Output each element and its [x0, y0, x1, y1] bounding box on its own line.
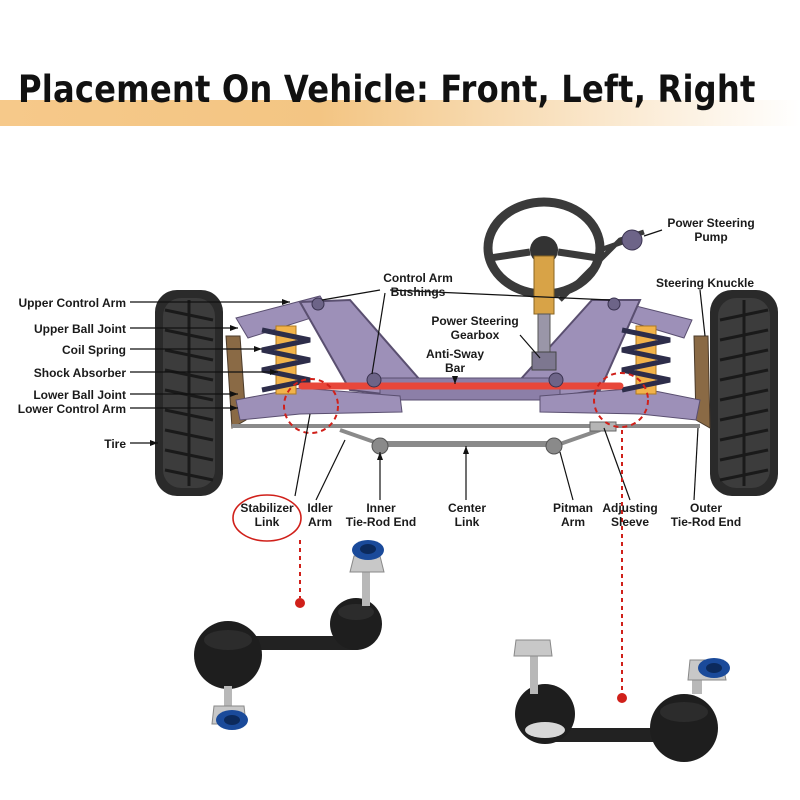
label-steering-knuckle: Steering Knuckle [655, 276, 755, 290]
stabilizer-link-label-circle [232, 494, 302, 542]
label-outer-tie-rod-end: Outer Tie-Rod End [670, 501, 742, 529]
left-link-highlight [283, 378, 339, 434]
leader-lines [130, 229, 706, 501]
label-anti-sway-bar: Anti-Sway Bar [425, 347, 485, 375]
left-tire [155, 290, 223, 496]
left-stabilizer-link-part [194, 540, 385, 730]
upper-bushing-right [607, 297, 621, 311]
label-upper-ball-joint: Upper Ball Joint [33, 322, 126, 336]
label-upper-control-arm: Upper Control Arm [18, 296, 126, 310]
left-bar-bushing [366, 372, 382, 388]
label-coil-spring: Coil Spring [62, 343, 126, 357]
left-coil-spring [261, 325, 311, 395]
label-stabilizer-link: Stabilizer Link [240, 501, 294, 529]
right-coil-spring [621, 325, 671, 395]
left-link-pointer-dot [295, 598, 305, 608]
steering-column [533, 255, 555, 315]
label-tire: Tire [104, 437, 126, 451]
label-lower-ball-joint: Lower Ball Joint [33, 388, 126, 402]
right-tire [710, 290, 778, 496]
label-pitman-arm: Pitman Arm [552, 501, 594, 529]
power-steering-pump-part [621, 229, 643, 251]
label-idler-arm: Idler Arm [307, 501, 333, 529]
label-adjusting-sleeve: Adjusting Sleeve [602, 501, 658, 529]
label-inner-tie-rod-end: Inner Tie-Rod End [345, 501, 417, 529]
page-title: Placement On Vehicle: Front, Left, Right [18, 68, 756, 111]
label-lower-control-arm: Lower Control Arm [17, 402, 126, 416]
steering-gearbox [531, 351, 557, 371]
label-shock-absorber: Shock Absorber [33, 366, 126, 380]
pitman-arm-joint [545, 437, 563, 455]
label-control-arm-bushings: Control Arm Bushings [383, 271, 453, 299]
adjusting-sleeve-part [589, 421, 617, 432]
label-center-link: Center Link [447, 501, 487, 529]
right-link-highlight [593, 372, 649, 428]
upper-bushing-left [311, 297, 325, 311]
label-power-steering-pump: Power Steering Pump [667, 216, 755, 244]
label-power-steering-gearbox: Power Steering Gearbox [431, 314, 519, 342]
title-highlight-band [0, 100, 800, 126]
right-bar-bushing [548, 372, 564, 388]
steering-shaft [537, 313, 551, 355]
leader-arrowheads [150, 299, 469, 460]
right-stabilizer-link-part [513, 639, 730, 762]
idler-arm-joint [371, 437, 389, 455]
right-link-pointer-dot [617, 693, 627, 703]
